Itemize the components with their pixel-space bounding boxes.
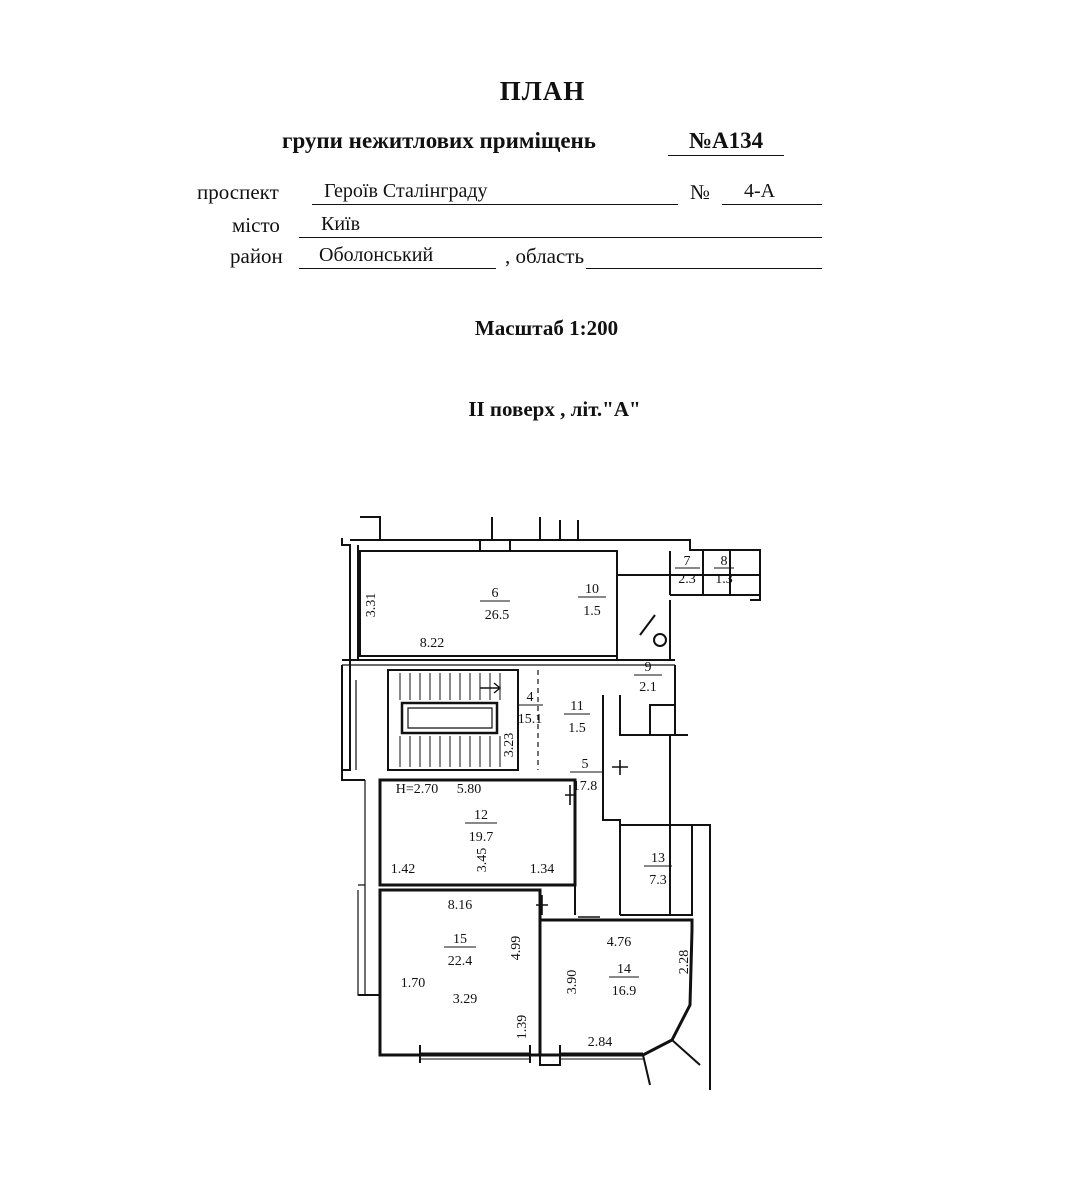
number-label: № [690, 180, 711, 204]
dim-3-23: 3.23 [502, 733, 517, 758]
floor-plan: 6 26.5 10 1.5 7 2.3 8 1.3 9 2.1 4 15.1 1… [341, 516, 761, 1090]
room-15-area: 22.4 [448, 954, 473, 969]
region-field [586, 244, 822, 269]
room-11-number: 11 [570, 699, 583, 714]
room-12-area: 19.7 [469, 830, 494, 845]
room-6-number: 6 [492, 586, 499, 601]
dim-8-22: 8.22 [420, 636, 445, 651]
number-value: 4-А [744, 180, 776, 202]
dim-3-45: 3.45 [475, 848, 490, 873]
city-label: місто [232, 213, 280, 237]
region-label: , область [505, 244, 585, 268]
room-8-area: 1.3 [715, 572, 733, 587]
dim-3-31: 3.31 [364, 593, 379, 618]
room-13-area: 7.3 [649, 873, 667, 888]
dim-2-28: 2.28 [677, 950, 692, 975]
dim-1-39: 1.39 [515, 1015, 530, 1040]
room-4-number: 4 [527, 690, 534, 705]
dim-1-70: 1.70 [401, 976, 426, 991]
city-field: Київ [299, 213, 822, 238]
room-11-area: 1.5 [568, 721, 586, 736]
room-13-number: 13 [651, 851, 665, 866]
street-field: Героїв Сталінграду [312, 180, 678, 205]
district-value: Оболонський [319, 244, 434, 266]
number-field: 4-А [722, 180, 822, 205]
room-12-number: 12 [474, 808, 488, 823]
room-5-number: 5 [582, 757, 589, 772]
floor-label: II поверх , літ."А" [468, 397, 641, 421]
dim-4-76: 4.76 [607, 935, 632, 950]
region-value [586, 244, 598, 266]
dim-5-80: 5.80 [457, 782, 482, 797]
room-10-number: 10 [585, 582, 599, 597]
street-label: проспект [197, 180, 279, 204]
room-7-area: 2.3 [678, 572, 696, 587]
room-7-number: 7 [684, 554, 691, 569]
room-14-area: 16.9 [612, 984, 637, 999]
group-number: №А134 [668, 128, 784, 156]
room-9-area: 2.1 [639, 680, 657, 695]
dim-2-84: 2.84 [588, 1035, 613, 1050]
dim-3-29: 3.29 [453, 992, 478, 1007]
district-label: район [230, 244, 283, 268]
dim-3-90: 3.90 [565, 970, 580, 995]
dim-h-2-70: H=2.70 [396, 782, 439, 797]
dim-1-34: 1.34 [530, 862, 555, 877]
document-title: ПЛАН [499, 76, 586, 106]
room-4-area: 15.1 [518, 712, 543, 727]
city-value: Київ [321, 213, 361, 235]
room-6-area: 26.5 [485, 608, 510, 623]
document-subtitle: групи нежитлових приміщень [282, 128, 596, 153]
room-9-number: 9 [645, 660, 652, 675]
room-8-number: 8 [721, 554, 728, 569]
room-5-area: 17.8 [573, 779, 598, 794]
dim-4-99: 4.99 [509, 936, 524, 961]
room-15-number: 15 [453, 932, 467, 947]
room-14-number: 14 [617, 962, 631, 977]
district-field: Оболонський [299, 244, 496, 269]
dim-8-16: 8.16 [448, 898, 473, 913]
dim-1-42: 1.42 [391, 862, 416, 877]
room-10-area: 1.5 [583, 604, 601, 619]
scale-label: Масштаб 1:200 [474, 316, 619, 340]
street-value: Героїв Сталінграду [324, 180, 488, 202]
